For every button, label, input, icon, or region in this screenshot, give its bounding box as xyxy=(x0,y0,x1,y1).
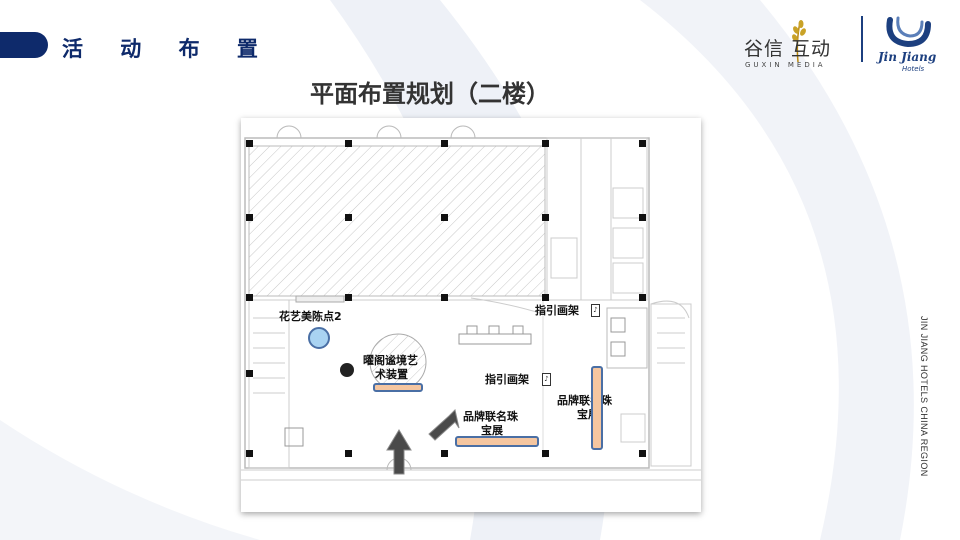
installation-label-line2: 术装置 xyxy=(375,368,408,381)
jinjiang-emblem-icon xyxy=(886,16,931,48)
jinjiang-logo: Jin Jiang Hotels xyxy=(876,14,942,76)
brand-jewelry-exhibit-2 xyxy=(591,366,603,450)
floral-point-marker xyxy=(308,327,330,349)
header-accent-bar xyxy=(0,32,48,58)
guxin-logo-en: GUXIN MEDIA xyxy=(745,61,826,69)
installation-label-line1: 曜阁谧境艺 xyxy=(363,354,418,367)
page-title: 平面布置规划（二楼） xyxy=(310,80,550,108)
guide-easel-label-1: 指引画架 xyxy=(535,304,579,317)
guxin-logo: 谷信 互动 GUXIN MEDIA xyxy=(744,20,848,70)
wheat-icon xyxy=(792,20,806,62)
brand-jewelry-1-label-line2: 宝展 xyxy=(481,424,503,437)
brand-jewelry-exhibit-1 xyxy=(455,436,539,447)
jinjiang-logo-text: Jin Jiang xyxy=(878,50,937,64)
brand-jewelry-2-label-line1: 品牌联名珠 xyxy=(557,394,612,407)
easel-icon: ♪ xyxy=(542,373,551,386)
section-title: 活 动 布 置 xyxy=(62,37,273,61)
side-vertical-text: JIN JIANG HOTELS CHINA REGION xyxy=(919,316,929,477)
easel-icon: ♪ xyxy=(591,304,600,317)
floral-point-label: 花艺美陈点2 xyxy=(279,310,342,323)
installation-exhibit xyxy=(373,383,423,392)
guxin-logo-cn: 谷信 互动 xyxy=(744,38,832,60)
guide-easel-label-2: 指引画架 xyxy=(485,373,529,386)
jinjiang-logo-sub: Hotels xyxy=(902,65,925,73)
floor-plan: 花艺美陈点2 曜阁谧境艺 术装置 指引画架 ♪ 指引画架 ♪ 品牌联名珠 宝展 … xyxy=(241,118,701,512)
logo-divider xyxy=(861,16,863,62)
floor-plan-drawing xyxy=(241,125,701,481)
brand-jewelry-1-label-line1: 品牌联名珠 xyxy=(463,410,518,423)
